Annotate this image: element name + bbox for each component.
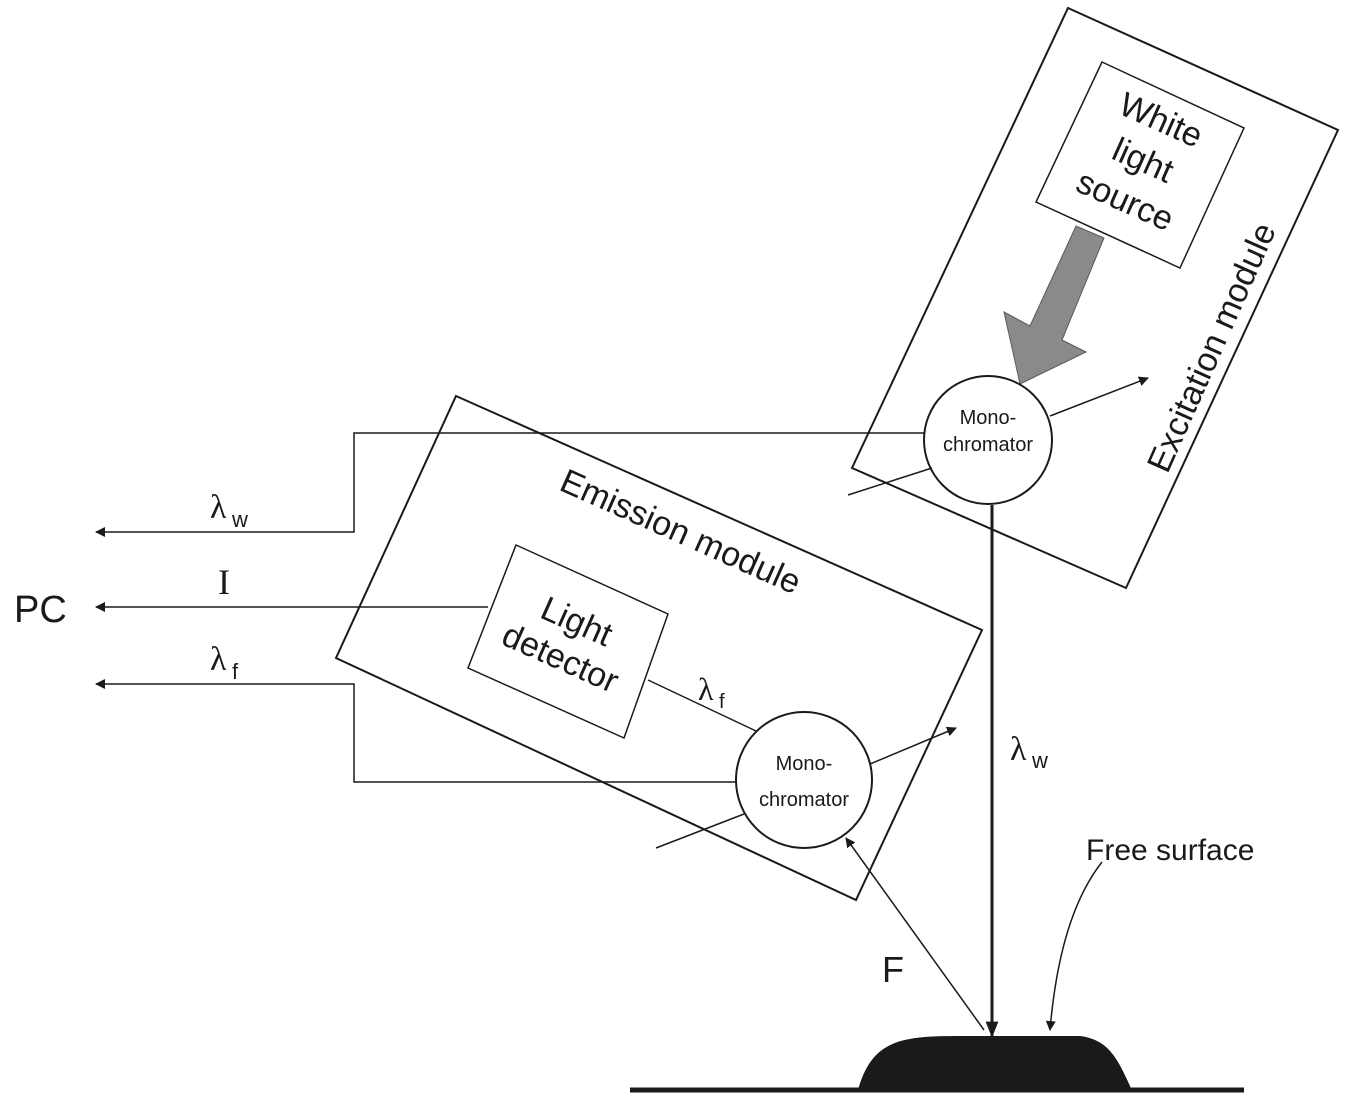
- sample-mound: [858, 1036, 1132, 1090]
- excitation-mono-label-line2: chromator: [943, 434, 1033, 456]
- lambda-f-left-subscript: f: [232, 659, 239, 684]
- light-detector-box: Light detector: [467, 543, 669, 740]
- detector-to-mono-line: [647, 679, 757, 732]
- lambda-f-left-label: λ: [210, 641, 227, 678]
- emission-output-arrow: [869, 726, 957, 765]
- emission-monochromator: Mono- chromator: [735, 711, 873, 849]
- free-surface-label: Free surface: [1086, 834, 1254, 867]
- lambda-f-inner-subscript: f: [719, 691, 725, 713]
- lambda-f-inner-label: λ: [698, 671, 714, 707]
- white-light-source-box: White light source: [1034, 61, 1245, 269]
- emission-mono-label-line1: Mono-: [776, 753, 833, 775]
- lambda-w-signal-line: [95, 432, 924, 537]
- free-surface-pointer: [1045, 861, 1103, 1031]
- lambda-w-left-subscript: w: [231, 507, 248, 532]
- excitation-output-arrow: [1049, 376, 1149, 417]
- excitation-input-line: [847, 467, 933, 496]
- emission-mono-label-line2: chromator: [759, 789, 849, 811]
- fluorescence-arrow: [845, 837, 985, 1031]
- pc-label: PC: [14, 589, 67, 631]
- fluorescence-label: F: [882, 949, 904, 990]
- lambda-w-beam-label: λ: [1010, 731, 1027, 768]
- lambda-w-beam-subscript: w: [1031, 748, 1048, 773]
- white-light-thick-arrow: [1003, 225, 1105, 385]
- lambda-f-signal-line: [95, 679, 736, 783]
- excitation-monochromator: Mono- chromator: [923, 375, 1053, 505]
- lambda-w-left-label: λ: [210, 489, 227, 526]
- intensity-label: I: [218, 562, 230, 602]
- excitation-mono-label-line1: Mono-: [960, 407, 1017, 429]
- emission-input-line: [655, 813, 745, 849]
